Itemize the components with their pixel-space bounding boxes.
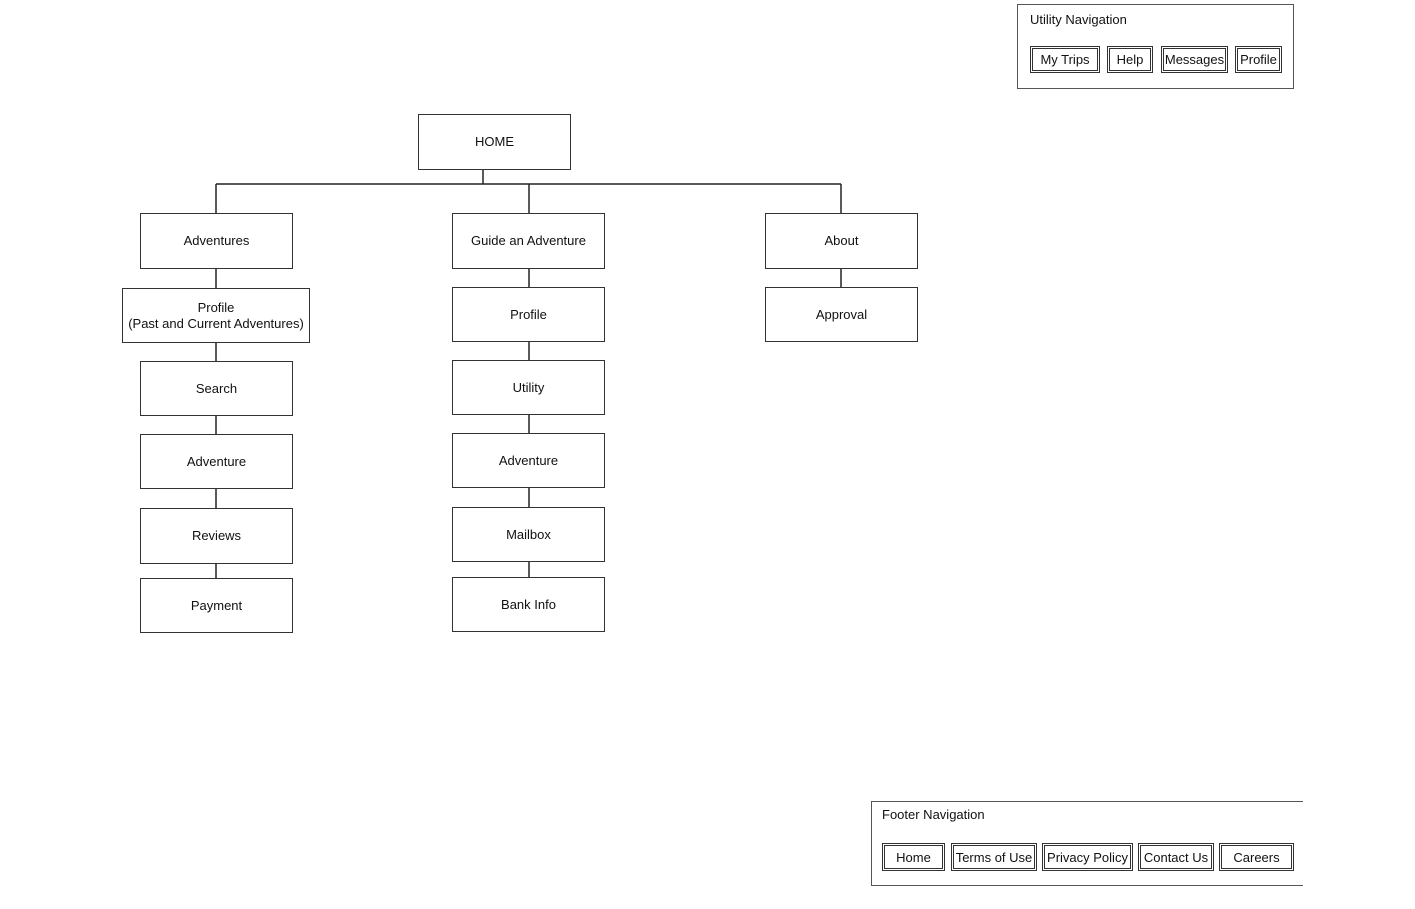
utility-nav-help-button[interactable]: Help	[1107, 46, 1153, 73]
footer-navigation-panel: Footer Navigation Home Terms of Use Priv…	[871, 801, 1303, 886]
utility-nav-messages-button[interactable]: Messages	[1161, 46, 1228, 73]
footer-navigation-title: Footer Navigation	[882, 807, 985, 822]
sitemap-node-approval: Approval	[765, 287, 918, 342]
sitemap-node-reviews: Reviews	[140, 508, 293, 564]
sitemap-node-payment: Payment	[140, 578, 293, 633]
footer-nav-privacy-policy-button[interactable]: Privacy Policy	[1042, 843, 1133, 871]
node-label: Reviews	[191, 528, 242, 543]
node-label: Approval	[815, 306, 868, 322]
sitemap-node-mailbox: Mailbox	[452, 507, 605, 562]
node-label: Adventures	[183, 233, 250, 248]
utility-navigation-title: Utility Navigation	[1030, 12, 1127, 27]
node-label: Utility	[512, 379, 545, 395]
node-label: About	[824, 233, 859, 248]
node-label: Bank Info	[501, 596, 556, 612]
footer-nav-home-button[interactable]: Home	[882, 843, 945, 871]
utility-nav-profile-button[interactable]: Profile	[1235, 46, 1282, 73]
node-label: Mailbox	[506, 526, 551, 542]
node-label: HOME	[475, 134, 514, 149]
sitemap-node-adventure: Adventure	[140, 434, 293, 489]
sitemap-node-traveler-profile: Profile (Past and Current Adventures)	[122, 288, 310, 343]
node-label: Adventure	[498, 452, 559, 468]
utility-navigation-panel: Utility Navigation My Trips Help Message…	[1017, 4, 1294, 89]
node-label: Search	[195, 380, 238, 396]
sitemap-node-search: Search	[140, 361, 293, 416]
footer-nav-terms-of-use-button[interactable]: Terms of Use	[951, 843, 1037, 871]
node-label: Adventure	[186, 453, 247, 469]
sitemap-node-about: About	[765, 213, 918, 269]
node-label: Profile	[510, 306, 547, 322]
utility-nav-my-trips-button[interactable]: My Trips	[1030, 46, 1100, 73]
node-label: Payment	[190, 597, 243, 613]
footer-nav-careers-button[interactable]: Careers	[1219, 843, 1294, 871]
node-label: Profile (Past and Current Adventures)	[128, 299, 304, 331]
sitemap-node-guide-adventure: Adventure	[452, 433, 605, 488]
node-label: Guide an Adventure	[471, 233, 586, 248]
footer-nav-contact-us-button[interactable]: Contact Us	[1138, 843, 1214, 871]
sitemap-node-bank-info: Bank Info	[452, 577, 605, 632]
sitemap-node-guide-an-adventure: Guide an Adventure	[452, 213, 605, 269]
sitemap-node-guide-profile: Profile	[452, 287, 605, 342]
sitemap-node-utility: Utility	[452, 360, 605, 415]
sitemap-node-adventures: Adventures	[140, 213, 293, 269]
sitemap-node-home: HOME	[418, 114, 571, 170]
